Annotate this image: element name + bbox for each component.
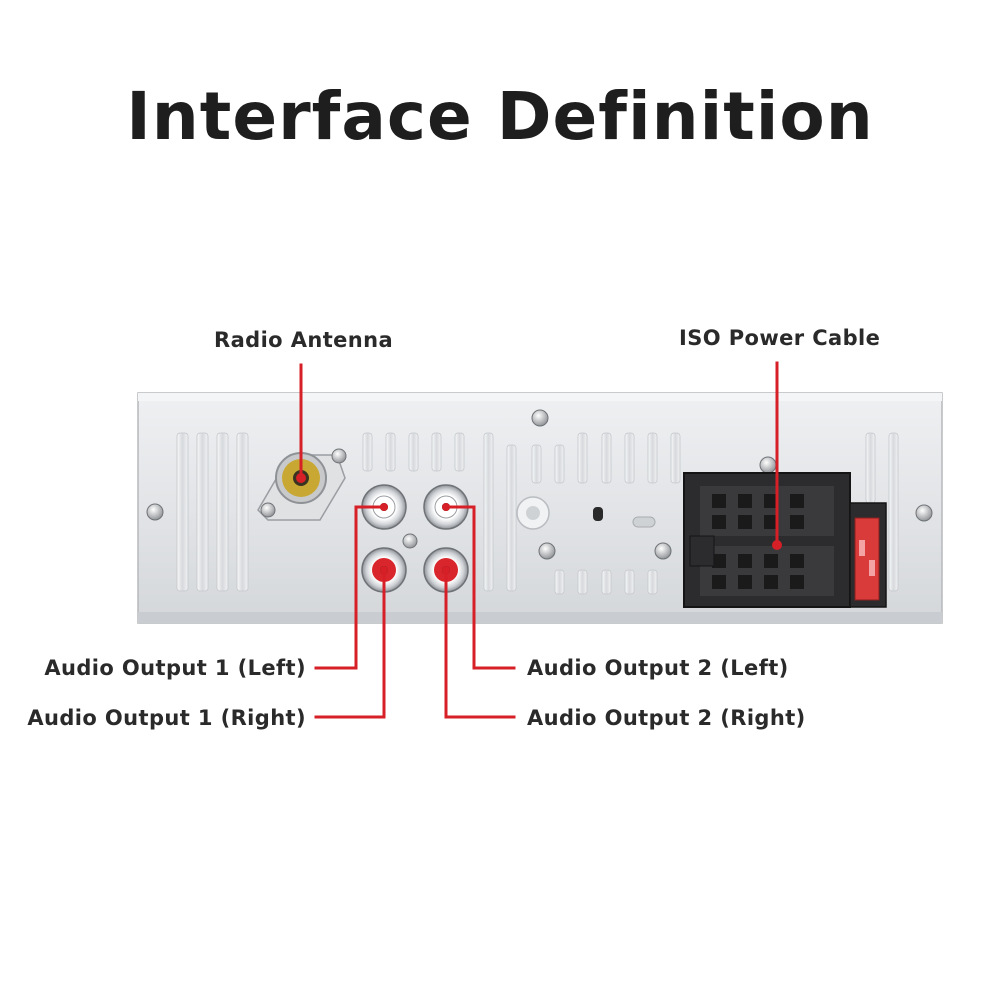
leader-lines	[299, 361, 779, 719]
iso-power-connector	[683, 472, 851, 608]
cooling-fins	[176, 432, 899, 595]
page-title: Interface Definition	[126, 78, 874, 155]
label-audio-out-1-right: Audio Output 1 (Right)	[27, 706, 306, 730]
radio-antenna-socket	[257, 448, 347, 521]
label-iso-power-cable: ISO Power Cable	[679, 326, 881, 350]
label-audio-out-2-right: Audio Output 2 (Right)	[527, 706, 806, 730]
leader-dots	[296, 473, 782, 574]
leader-audio-out-2-right	[444, 568, 516, 719]
panel-holes	[516, 496, 656, 530]
label-audio-out-2-left: Audio Output 2 (Left)	[527, 656, 789, 680]
label-radio-antenna: Radio Antenna	[214, 328, 394, 352]
leader-audio-out-2-left	[444, 505, 516, 670]
label-audio-out-1-left: Audio Output 1 (Left)	[44, 656, 306, 680]
fuse	[849, 502, 887, 608]
leader-audio-out-1-right	[314, 568, 386, 719]
leader-audio-out-1-left	[314, 505, 386, 670]
